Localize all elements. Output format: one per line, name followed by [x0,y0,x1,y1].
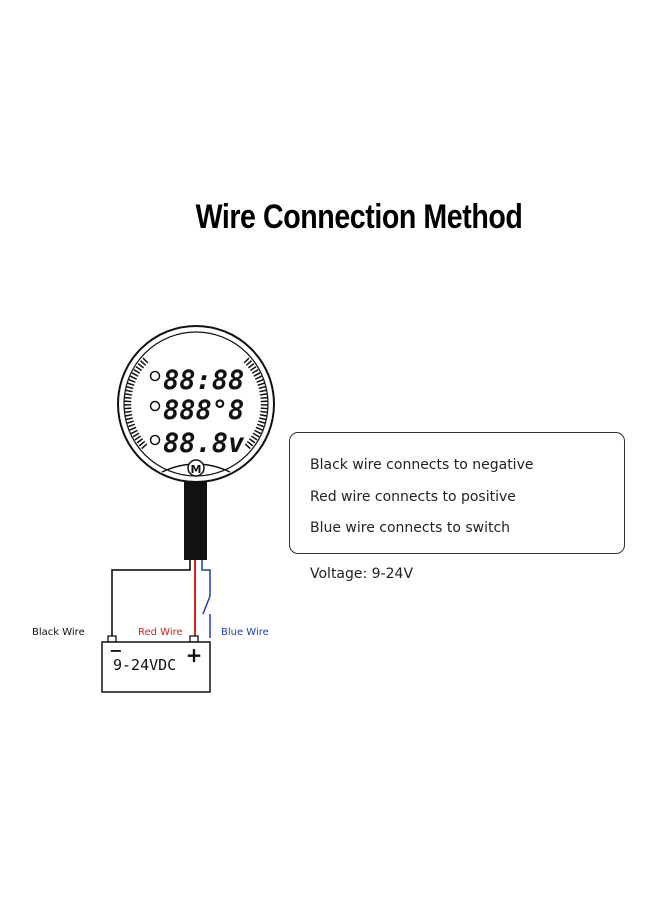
clock-icon [149,370,161,382]
gauge-right-scale [243,357,268,451]
display-row-volt: 88.8v [163,428,245,459]
thermometer-icon [149,400,161,412]
blue-wire-label: Blue Wire [221,627,269,638]
red-wire-label: Red Wire [138,627,183,638]
battery-positive-sign: + [186,643,203,667]
battery-body [101,641,211,693]
info-black-wire: Black wire connects to negative [310,457,534,473]
battery-label: 9-24VDC [113,656,176,674]
info-box: Black wire connects to negative Red wire… [289,432,625,554]
gauge-display: 88:88 888°8 88.8v M [117,325,275,483]
battery-negative-sign: − [109,641,122,660]
gauge-left-scale [124,357,149,451]
info-red-wire: Red wire connects to positive [310,489,516,505]
black-wire-label: Black Wire [32,627,85,638]
info-blue-wire: Blue wire connects to switch [310,520,511,536]
voltage-text: Voltage: 9-24V [310,566,414,582]
logo-icon [187,459,205,477]
switch-icon [202,595,211,615]
blue-wire-top [201,560,211,596]
cable-sleeve [184,482,207,560]
battery: − + 9-24VDC [101,635,211,693]
logo-letter: M [191,463,202,476]
display-row-temp: 888°8 [163,395,244,426]
battery-positive-terminal [189,635,199,643]
page-title: Wire Connection Method [195,198,523,236]
battery-icon [149,434,161,446]
black-wire [111,560,191,638]
display-row-time: 88:88 [163,365,244,396]
